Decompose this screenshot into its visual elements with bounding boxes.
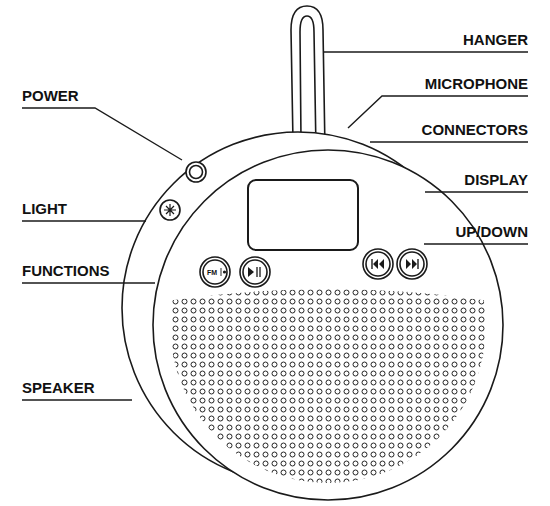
function-button — [200, 257, 230, 287]
display-screen — [248, 180, 358, 250]
grille-dots — [160, 270, 500, 500]
power-button — [186, 162, 206, 182]
leader-line — [22, 220, 146, 221]
hanger-strap — [291, 6, 325, 150]
part-label: UP/DOWN — [456, 224, 529, 239]
leader-line — [22, 282, 155, 283]
button-icon — [417, 259, 418, 269]
button-ring — [366, 252, 390, 276]
speaker-grille — [160, 270, 500, 500]
part-label: SPEAKER — [22, 380, 95, 395]
button-icon — [248, 267, 254, 277]
part-label: HANGER — [463, 32, 528, 47]
power-button-ring — [190, 166, 203, 179]
button-icon — [373, 259, 384, 269]
leader-line — [370, 141, 528, 142]
play-button — [240, 257, 270, 287]
button-icon — [371, 259, 372, 269]
light-button — [160, 200, 180, 220]
leader-line — [22, 399, 132, 400]
leader-line — [324, 51, 528, 52]
part-label: FUNCTIONS — [22, 263, 110, 278]
part-label: DISPLAY — [464, 172, 528, 187]
part-label: POWER — [22, 88, 79, 103]
button-icon — [257, 267, 260, 277]
leader-line — [424, 243, 528, 244]
prev-button — [363, 249, 393, 279]
leader-line — [425, 191, 528, 192]
button-label: FM — [207, 269, 217, 276]
next-button — [397, 249, 427, 279]
body-front — [153, 150, 503, 500]
button-icon — [221, 268, 222, 276]
button-icon — [223, 270, 226, 273]
leader-lines — [22, 52, 528, 400]
hanger-inner — [300, 16, 316, 150]
part-label: MICROPHONE — [425, 76, 528, 91]
light-icon — [164, 204, 176, 216]
leader-line — [22, 108, 182, 160]
button-ring — [243, 260, 267, 284]
button-ring — [203, 260, 227, 284]
button-ring — [400, 252, 424, 276]
part-label: LIGHT — [22, 201, 67, 216]
part-label: CONNECTORS — [422, 122, 528, 137]
button-icon — [406, 259, 417, 269]
